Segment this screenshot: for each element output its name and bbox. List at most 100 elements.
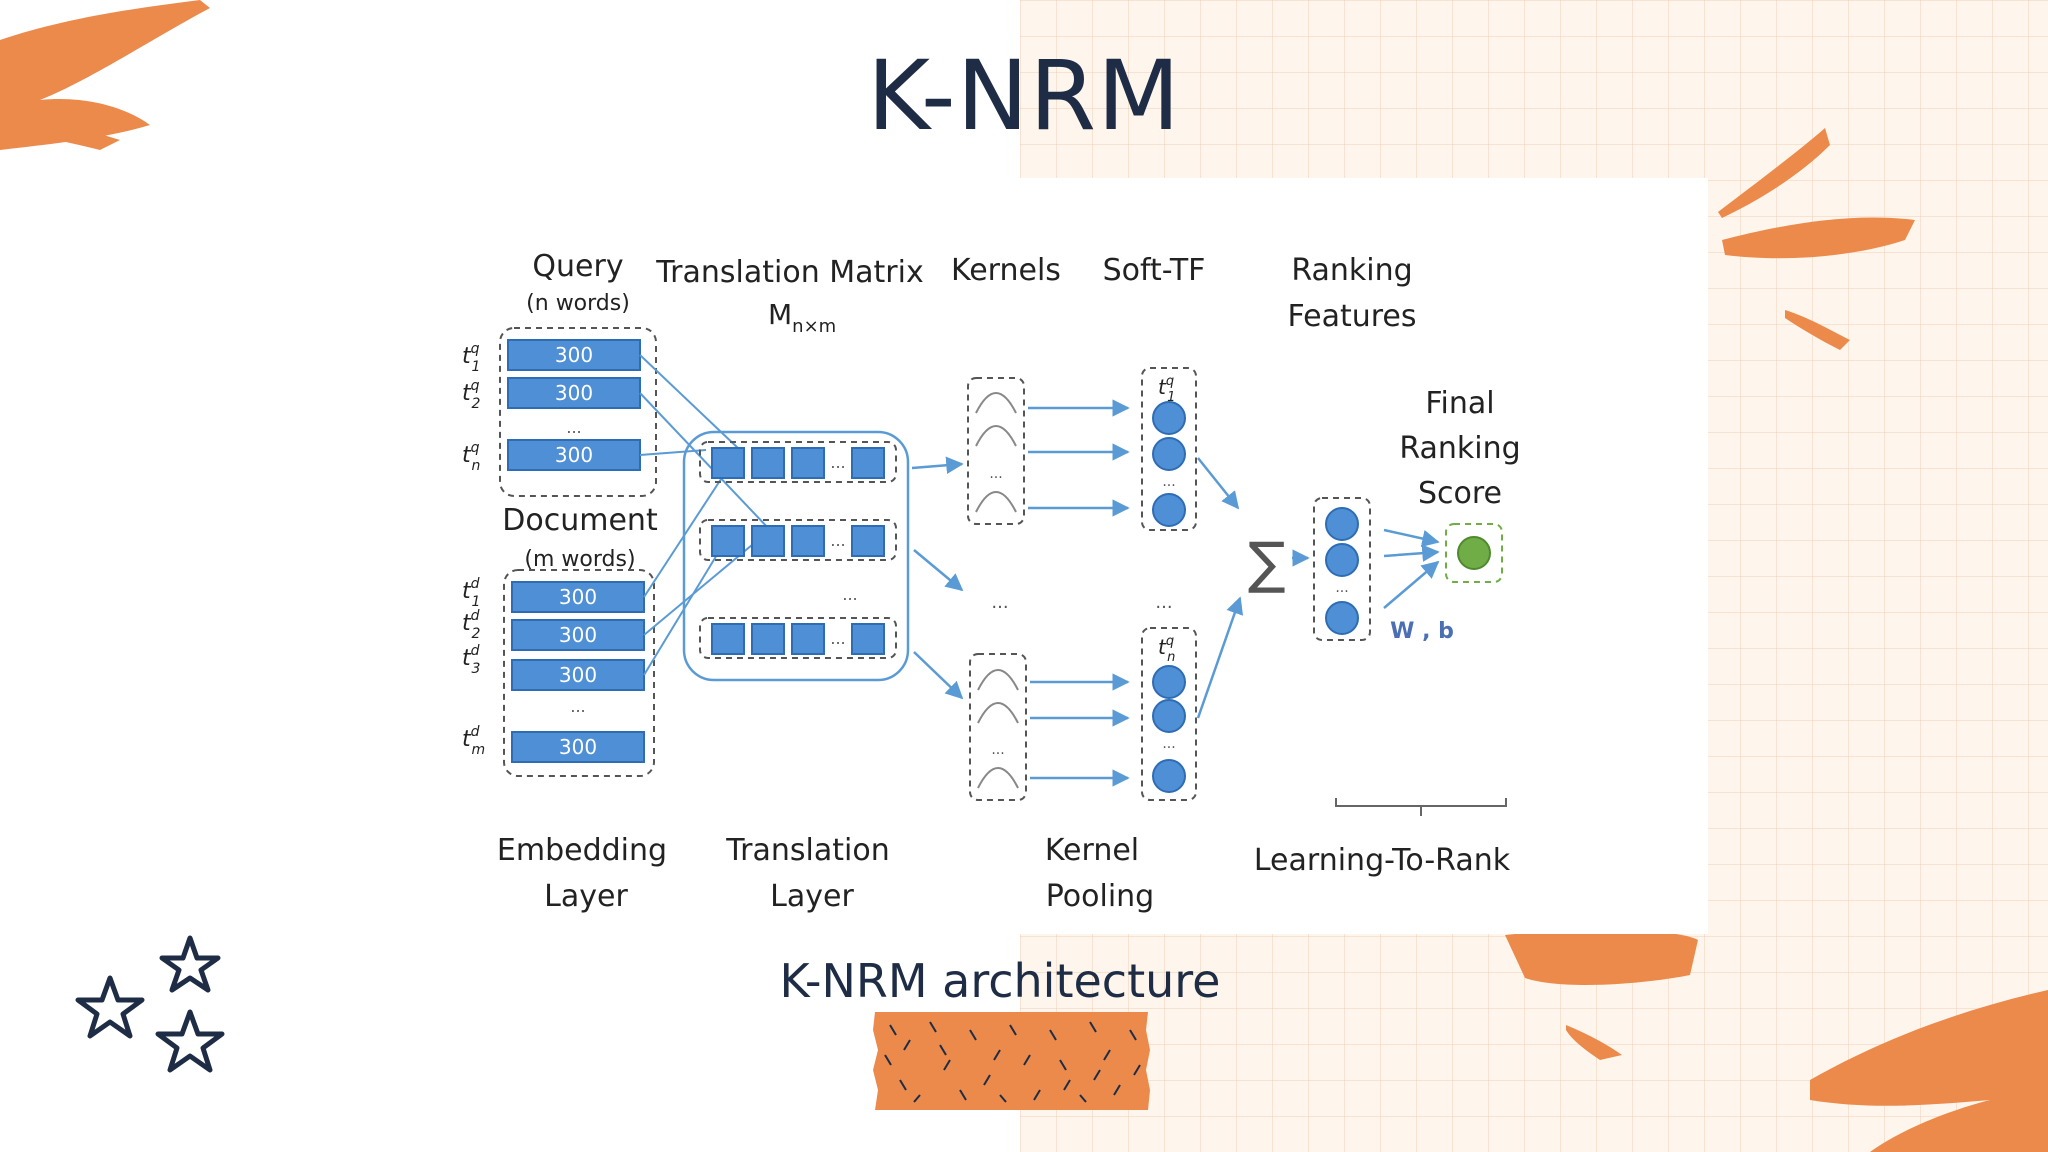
svg-text:...: ... — [991, 742, 1004, 758]
final-score-frame — [1445, 523, 1503, 583]
embedding-dim-text: 300 — [559, 623, 597, 647]
translation-layer-label-1: Translation — [725, 833, 889, 868]
doc-embedding-box — [511, 619, 645, 651]
matrix-cell — [791, 623, 825, 655]
soft-tf-label: Soft-TF — [1103, 253, 1206, 288]
document-group-frame — [503, 569, 655, 777]
softtf-node — [1152, 665, 1186, 699]
kernel-group-bottom: ... — [969, 653, 1027, 801]
query-sub: (n words) — [526, 291, 630, 316]
query-group-frame — [499, 327, 657, 497]
svg-text:...: ... — [830, 453, 845, 472]
kernel-curve-icon — [977, 767, 1019, 789]
kernel-curve-icon — [975, 491, 1017, 513]
diagram-caption: K-NRM architecture — [779, 954, 1221, 1008]
kernel-pooling-label-1: Kernel — [1045, 833, 1139, 868]
matrix-cell — [791, 525, 825, 557]
translation-row-1: ... — [699, 441, 897, 483]
ranking-features-label-1: Ranking — [1291, 253, 1412, 288]
matrix-cell — [751, 447, 785, 479]
doc-embedding-box — [511, 731, 645, 763]
translation-row-3: ... — [699, 617, 897, 659]
star-icon — [159, 935, 221, 993]
softtf-node — [1152, 759, 1186, 793]
matrix-cell — [711, 623, 745, 655]
features-to-score-arrows — [1383, 528, 1440, 609]
learning-to-rank-label: Learning-To-Rank — [1254, 843, 1511, 878]
embedding-dim-text: 300 — [559, 663, 597, 687]
matrix-cell — [751, 525, 785, 557]
doc-embedding-box — [511, 581, 645, 613]
orange-stroke-bottom-right-1 — [1505, 929, 1698, 986]
kernel-curve-icon — [975, 392, 1017, 414]
embedding-connections — [639, 354, 771, 676]
svg-text:...: ... — [830, 531, 845, 550]
query-ellipsis: ... — [566, 418, 581, 437]
embedding-dim-text: 300 — [559, 585, 597, 609]
ranking-feature-node — [1325, 543, 1359, 577]
embedding-layer-label-2: Layer — [544, 879, 628, 914]
translation-layer-label-2: Layer — [770, 879, 854, 914]
query-embedding-box — [507, 377, 641, 409]
matrix-cell — [711, 525, 745, 557]
ranking-feature-node — [1325, 601, 1359, 635]
star-icon — [75, 975, 145, 1039]
document-sub: (m words) — [524, 547, 635, 572]
query-label: Query — [532, 249, 623, 284]
kernel-group-top: ... — [967, 377, 1025, 525]
patterned-tape — [873, 1012, 1150, 1110]
softtf-node — [1152, 699, 1186, 733]
stars-decoration — [75, 935, 225, 1073]
matrix-cell — [791, 447, 825, 479]
embedding-dim-text: 300 — [555, 443, 593, 467]
slide-title: K-NRM — [867, 40, 1181, 152]
embedding-dim-text: 300 — [555, 343, 593, 367]
softtf-node — [1152, 437, 1186, 471]
kernel-curve-icon — [977, 669, 1019, 691]
orange-stroke-right-1 — [1718, 128, 1830, 218]
final-label-3: Score — [1418, 476, 1502, 511]
orange-brush-bottom-right — [1810, 990, 2048, 1152]
embedding-layer-label-1: Embedding — [497, 833, 667, 868]
translation-to-kernel-arrows — [911, 456, 964, 700]
architecture-diagram-panel: Query (n words) Translation Matrix Mn×m … — [440, 178, 1708, 934]
ranking-feature-node — [1325, 507, 1359, 541]
softtf-to-sum-arrows — [1196, 457, 1244, 719]
orange-stroke-right-2 — [1722, 217, 1915, 259]
orange-stroke-bottom-right-2 — [1566, 1025, 1622, 1060]
svg-text:...: ... — [1335, 580, 1348, 596]
knrm-diagram: Query (n words) Translation Matrix Mn×m … — [462, 249, 1521, 914]
svg-text:...: ... — [989, 466, 1002, 482]
kernel-pooling-label-2: Pooling — [1046, 879, 1154, 914]
matrix-cell — [851, 623, 885, 655]
softtf-node — [1152, 401, 1186, 435]
doc-ellipsis: ... — [570, 697, 585, 716]
final-score-node — [1457, 536, 1491, 570]
embedding-dim-text: 300 — [559, 735, 597, 759]
svg-text:...: ... — [1162, 474, 1175, 490]
ranking-features-label-2: Features — [1288, 299, 1417, 334]
matrix-cell — [751, 623, 785, 655]
kernel-curve-icon — [975, 425, 1017, 447]
orange-brush-top-left-2 — [0, 100, 120, 150]
softtf-node — [1152, 493, 1186, 527]
kernel-curve-icon — [977, 702, 1019, 724]
kernel-to-softtf-arrows — [1028, 399, 1130, 787]
softtf-ellipsis: ... — [1155, 592, 1172, 613]
svg-text:tq1: tq1 — [1158, 374, 1175, 405]
doc-embedding-box — [511, 659, 645, 691]
kernels-label: Kernels — [951, 253, 1061, 288]
embedding-dim-text: 300 — [555, 381, 593, 405]
ranking-features-frame — [1313, 497, 1371, 641]
svg-text:...: ... — [830, 629, 845, 648]
learning-to-rank-bracket — [1335, 798, 1507, 816]
svg-text:...: ... — [1162, 736, 1175, 752]
